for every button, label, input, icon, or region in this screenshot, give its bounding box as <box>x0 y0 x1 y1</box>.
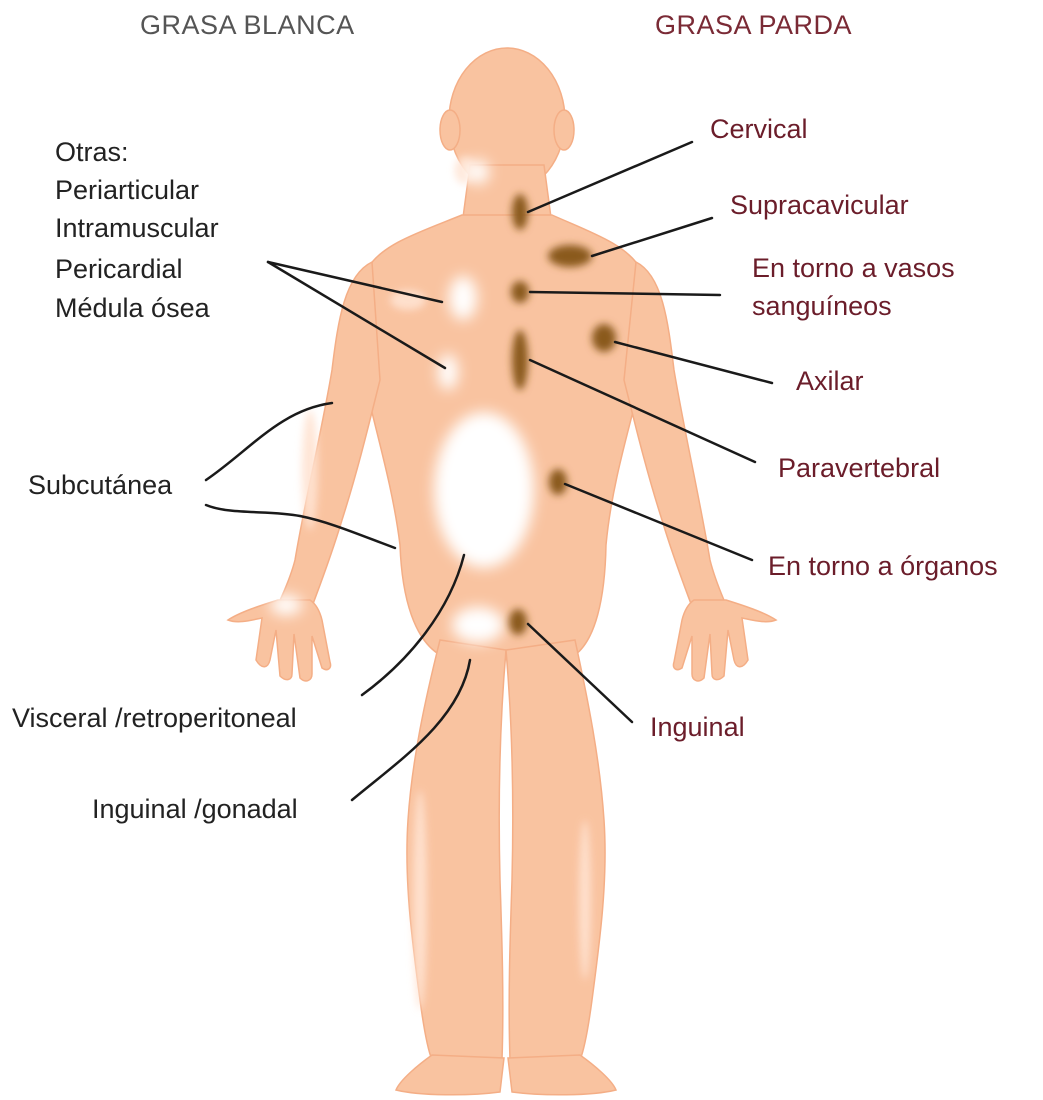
white-fat-pericardial-lower <box>438 354 458 390</box>
brown-fat-paravertebral <box>512 330 528 390</box>
label-inguinal-gonadal: Inguinal /gonadal <box>92 790 298 828</box>
header-white-fat: GRASA BLANCA <box>140 10 355 41</box>
label-organos: En torno a órganos <box>768 547 998 585</box>
label-intramuscular: Intramuscular <box>55 209 219 247</box>
label-vasos-line1: En torno a vasos <box>752 249 955 287</box>
header-brown-fat: GRASA PARDA <box>655 10 852 41</box>
white-fat-pericardial-upper <box>449 276 477 320</box>
white-fat-visceral <box>434 412 534 568</box>
white-fat-palm <box>270 595 302 615</box>
brown-fat-inguinal <box>509 609 527 635</box>
label-periarticular: Periarticular <box>55 171 199 209</box>
white-fat-gonadal <box>452 607 504 643</box>
label-otras-heading: Otras: <box>55 133 129 171</box>
label-medula-osea: Médula ósea <box>55 289 210 327</box>
brown-fat-vessels <box>511 281 529 303</box>
body-silhouette <box>228 48 776 1095</box>
label-paravertebral: Paravertebral <box>778 449 940 487</box>
label-visceral: Visceral /retroperitoneal <box>12 699 297 737</box>
brown-fat-cervical <box>512 194 528 230</box>
label-subcutanea: Subcutánea <box>28 466 172 504</box>
brown-fat-supraclavicular <box>548 245 592 267</box>
label-inguinal: Inguinal <box>650 708 745 746</box>
label-supraclavicular: Supracavicular <box>730 186 909 224</box>
brown-fat-axillary <box>592 324 616 352</box>
brown-fat-organs <box>549 469 567 495</box>
label-vasos-line2: sanguíneos <box>752 287 892 325</box>
label-axilar: Axilar <box>796 362 864 400</box>
label-cervical: Cervical <box>710 110 808 148</box>
label-pericardial: Pericardial <box>55 250 183 288</box>
white-fat-face <box>467 160 489 184</box>
leader-supraclavicular <box>592 218 712 256</box>
